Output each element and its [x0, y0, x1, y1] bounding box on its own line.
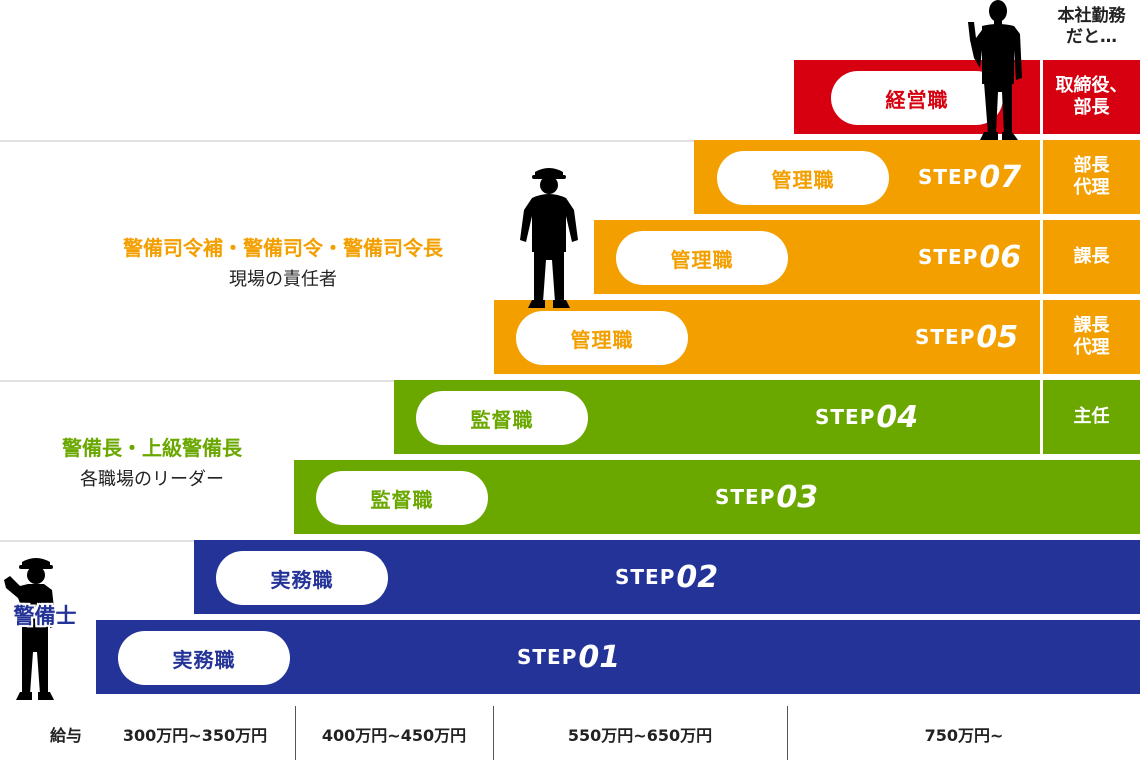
job-category-pill: 監督職	[416, 391, 588, 445]
salary-range-1: 300万円~350万円	[122, 726, 268, 745]
office-position-s04: 主任	[1043, 380, 1140, 454]
step-number: 03	[776, 479, 819, 515]
job-category-pill: 経営職	[831, 71, 1003, 125]
step-number: 05	[976, 319, 1019, 355]
office-position-s07: 部長 代理	[1043, 140, 1140, 214]
manager-group-subtitle: 現場の責任者	[229, 269, 337, 290]
step-word: STEP	[517, 645, 578, 669]
office-position-executive: 取締役、 部長	[1043, 60, 1140, 134]
manager-group-title: 警備司令補・警備司令・警備司令長	[123, 236, 443, 260]
step-word: STEP	[715, 485, 776, 509]
salute-guard-silhouette-icon	[4, 558, 56, 700]
step-number: 04	[876, 399, 919, 435]
supervisor-group-title: 警備長・上級警備長	[62, 436, 242, 460]
salary-label: 給与	[49, 726, 82, 745]
salary-range-4: 750万円~	[924, 726, 1004, 745]
section-divider	[0, 540, 195, 542]
office-position-s05: 課長 代理	[1043, 300, 1140, 374]
job-category-pill: 実務職	[216, 551, 388, 605]
step-word: STEP	[918, 245, 979, 269]
job-category-pill: 管理職	[616, 231, 788, 285]
salary-divider	[787, 706, 788, 760]
job-category-pill: 実務職	[118, 631, 290, 685]
businessman-silhouette-icon	[968, 0, 1022, 140]
section-divider	[0, 380, 395, 382]
step-word: STEP	[815, 405, 876, 429]
step-word: STEP	[615, 565, 676, 589]
salary-divider	[295, 706, 296, 760]
step-number: 01	[578, 639, 621, 675]
head-office-note: 本社勤務 だと…	[1057, 6, 1126, 47]
step-word: STEP	[918, 165, 979, 189]
guard-commander-silhouette-icon	[520, 168, 578, 308]
step-number: 07	[979, 159, 1022, 195]
salary-divider	[493, 706, 494, 760]
step-number: 06	[979, 239, 1022, 275]
step-number: 02	[676, 559, 719, 595]
job-category-pill: 管理職	[516, 311, 688, 365]
salary-range-2: 400万円~450万円	[321, 726, 467, 745]
office-position-s06: 課長	[1043, 220, 1140, 294]
job-category-pill: 管理職	[717, 151, 889, 205]
step-word: STEP	[915, 325, 976, 349]
supervisor-group-subtitle: 各職場のリーダー	[80, 469, 224, 490]
section-divider	[0, 140, 1040, 142]
job-category-pill: 監督職	[316, 471, 488, 525]
guard-group-title: 警備士	[13, 604, 77, 628]
salary-range-3: 550万円~650万円	[567, 726, 713, 745]
